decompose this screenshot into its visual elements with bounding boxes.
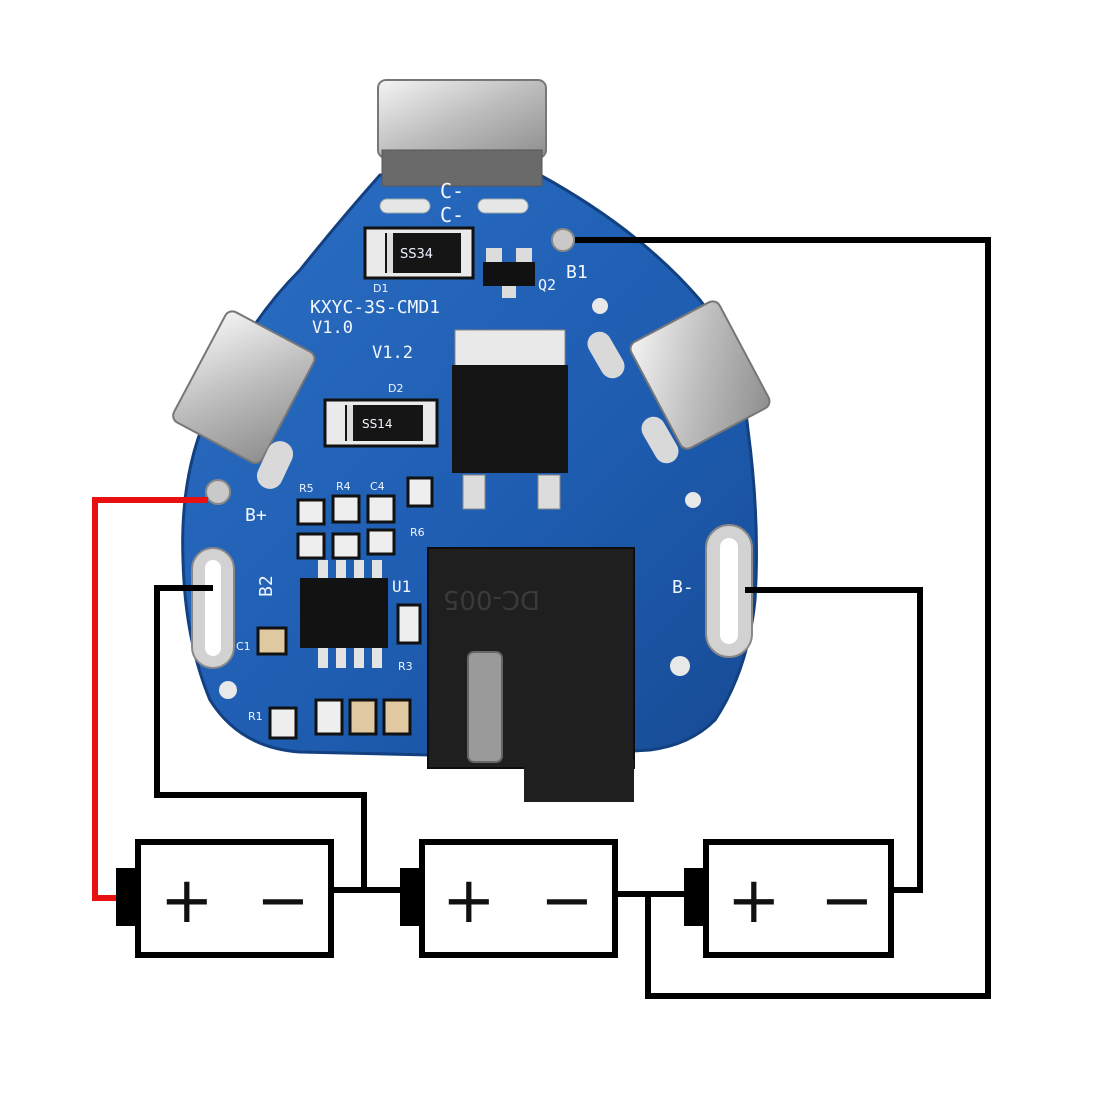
battery-2: + − <box>400 839 618 958</box>
c-minus-label-2: C- <box>440 203 464 227</box>
left-metal-tab <box>172 310 316 465</box>
battery-3-plus-sign: + <box>727 864 781 938</box>
right-slot-pad-1 <box>587 331 625 379</box>
c-minus-label-1: C- <box>440 179 464 203</box>
board-version-right: V1.2 <box>372 343 413 363</box>
b-plus-label: B+ <box>245 505 267 526</box>
diode-d2: SS14 <box>323 398 439 448</box>
wire-b1 <box>575 237 991 999</box>
right-metal-tab <box>629 300 771 450</box>
pcb-board: C- C- SS34 D1 Q2 B1 KXYC-3S-CMD1 V1.0 V1… <box>172 79 771 802</box>
mounting-hole-1 <box>592 298 608 314</box>
r3-label: R3 <box>398 660 413 673</box>
diode-d1: SS34 <box>363 226 475 280</box>
q2-label: Q2 <box>538 276 556 294</box>
wire-red-b-plus <box>92 497 208 901</box>
battery-2-terminal <box>400 868 422 926</box>
mounting-hole-2 <box>219 681 237 699</box>
passive-components-top <box>296 476 434 560</box>
b-minus-label: B- <box>672 577 694 598</box>
battery-3: + − <box>684 839 894 958</box>
dc-connector-marking: DC-005 <box>443 584 540 614</box>
battery-3-terminal <box>684 868 706 926</box>
b1-pad <box>551 228 575 252</box>
b2-label: B2 <box>256 575 277 597</box>
battery-2-plus-sign: + <box>442 864 496 938</box>
d1-label: D1 <box>373 282 388 295</box>
battery-3-body <box>703 839 894 958</box>
c1-label: C1 <box>236 640 251 653</box>
diode-d1-marking: SS34 <box>400 247 433 262</box>
left-slot-pad <box>256 441 294 489</box>
d2-label: D2 <box>388 382 403 395</box>
battery-3-minus-sign: − <box>820 864 874 938</box>
transistor-q2 <box>483 248 535 298</box>
b1-label: B1 <box>566 262 588 283</box>
b-plus-pad <box>205 479 231 505</box>
resistor-r1 <box>268 706 298 740</box>
top-metal-tab <box>377 79 547 187</box>
board-model-label: KXYC-3S-CMD1 <box>310 297 440 318</box>
resistor-r3 <box>396 603 422 645</box>
battery-2-body <box>419 839 618 958</box>
wires <box>92 237 991 999</box>
battery-1-body <box>135 839 334 958</box>
battery-1-minus-sign: − <box>256 864 310 938</box>
ic-u1 <box>300 560 388 668</box>
right-slot-pad-2 <box>641 416 679 464</box>
dc-power-connector: DC-005 <box>427 547 635 802</box>
battery-1: + − <box>116 839 334 958</box>
capacitor-c1 <box>256 626 288 656</box>
c-minus-slot-left <box>379 198 431 214</box>
c-minus-slot-right <box>477 198 529 214</box>
passive-components-bottom <box>314 698 412 736</box>
battery-1-plus-sign: + <box>160 864 214 938</box>
mounting-hole-4 <box>685 492 701 508</box>
r5-label: R5 <box>299 482 314 495</box>
board-version-left: V1.0 <box>312 318 353 338</box>
mosfet-q1 <box>452 329 568 510</box>
c4-label: C4 <box>370 480 385 493</box>
r6-label: R6 <box>410 526 425 539</box>
wire-b-minus <box>745 587 923 893</box>
battery-1-terminal <box>116 868 138 926</box>
diode-d2-marking: SS14 <box>362 417 393 431</box>
r4-label: R4 <box>336 480 351 493</box>
r1-label: R1 <box>248 710 263 723</box>
battery-2-minus-sign: − <box>540 864 594 938</box>
u1-label: U1 <box>392 577 411 596</box>
mounting-hole-3 <box>670 656 690 676</box>
